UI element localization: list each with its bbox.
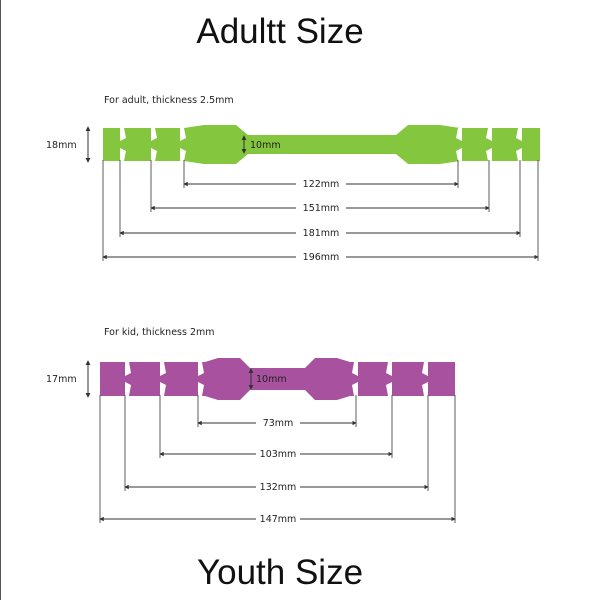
- adult-caption: For adult, thickness 2.5mm: [104, 95, 234, 106]
- adult-height-label: 18mm: [46, 140, 77, 151]
- youth-notch: [386, 362, 392, 376]
- youth-strap: [100, 358, 455, 400]
- adult-notch: [120, 128, 126, 141]
- adult-notch: [516, 148, 522, 161]
- adult-dim-label: 151mm: [303, 203, 340, 214]
- youth-notch: [125, 382, 131, 396]
- youth-dimension-lines: [99, 420, 456, 522]
- youth-dim-label: 147mm: [260, 514, 297, 525]
- adult-dim-label: 122mm: [303, 179, 340, 190]
- youth-neck-label: 10mm: [256, 374, 287, 385]
- adult-notch: [456, 128, 462, 141]
- adult-notch: [151, 148, 157, 161]
- youth-size-title: Youth Size: [196, 553, 364, 592]
- adult-neck-label: 10mm: [250, 140, 281, 151]
- youth-notches: [125, 362, 428, 396]
- adult-notch: [456, 148, 462, 161]
- youth-height-label: 17mm: [46, 374, 77, 385]
- adult-notch: [180, 148, 186, 161]
- youth-notch: [160, 362, 166, 376]
- left-edge-line: [0, 0, 1, 600]
- youth-notch: [422, 382, 428, 396]
- youth-dim-label: 73mm: [263, 418, 294, 429]
- youth-notch: [198, 362, 204, 376]
- adult-dimension-labels: 122mm 151mm 181mm 196mm: [303, 179, 340, 263]
- youth-dimension-labels: 73mm 103mm 132mm 147mm: [260, 418, 297, 525]
- youth-extension-lines: [99, 395, 456, 523]
- youth-notch: [352, 382, 358, 396]
- adult-notch: [180, 128, 186, 141]
- adult-notch: [151, 128, 157, 141]
- youth-notch: [160, 382, 166, 396]
- adult-size-title: Adultt Size: [196, 12, 364, 51]
- youth-notch: [198, 382, 204, 396]
- adult-notch: [486, 148, 492, 161]
- youth-dim-label: 132mm: [260, 482, 297, 493]
- youth-caption: For kid, thickness 2mm: [104, 327, 215, 338]
- adult-notch: [120, 148, 126, 161]
- youth-notch: [386, 382, 392, 396]
- youth-notch: [125, 362, 131, 376]
- adult-notch: [486, 128, 492, 141]
- youth-dim-label: 103mm: [260, 449, 297, 460]
- adult-strap: [103, 125, 540, 164]
- youth-notch: [352, 362, 358, 376]
- adult-dimension-lines: [102, 181, 539, 260]
- youth-notch: [422, 362, 428, 376]
- adult-dim-label: 196mm: [303, 252, 340, 263]
- adult-dim-label: 181mm: [303, 228, 340, 239]
- adult-notch: [516, 128, 522, 141]
- adult-notches: [120, 128, 522, 161]
